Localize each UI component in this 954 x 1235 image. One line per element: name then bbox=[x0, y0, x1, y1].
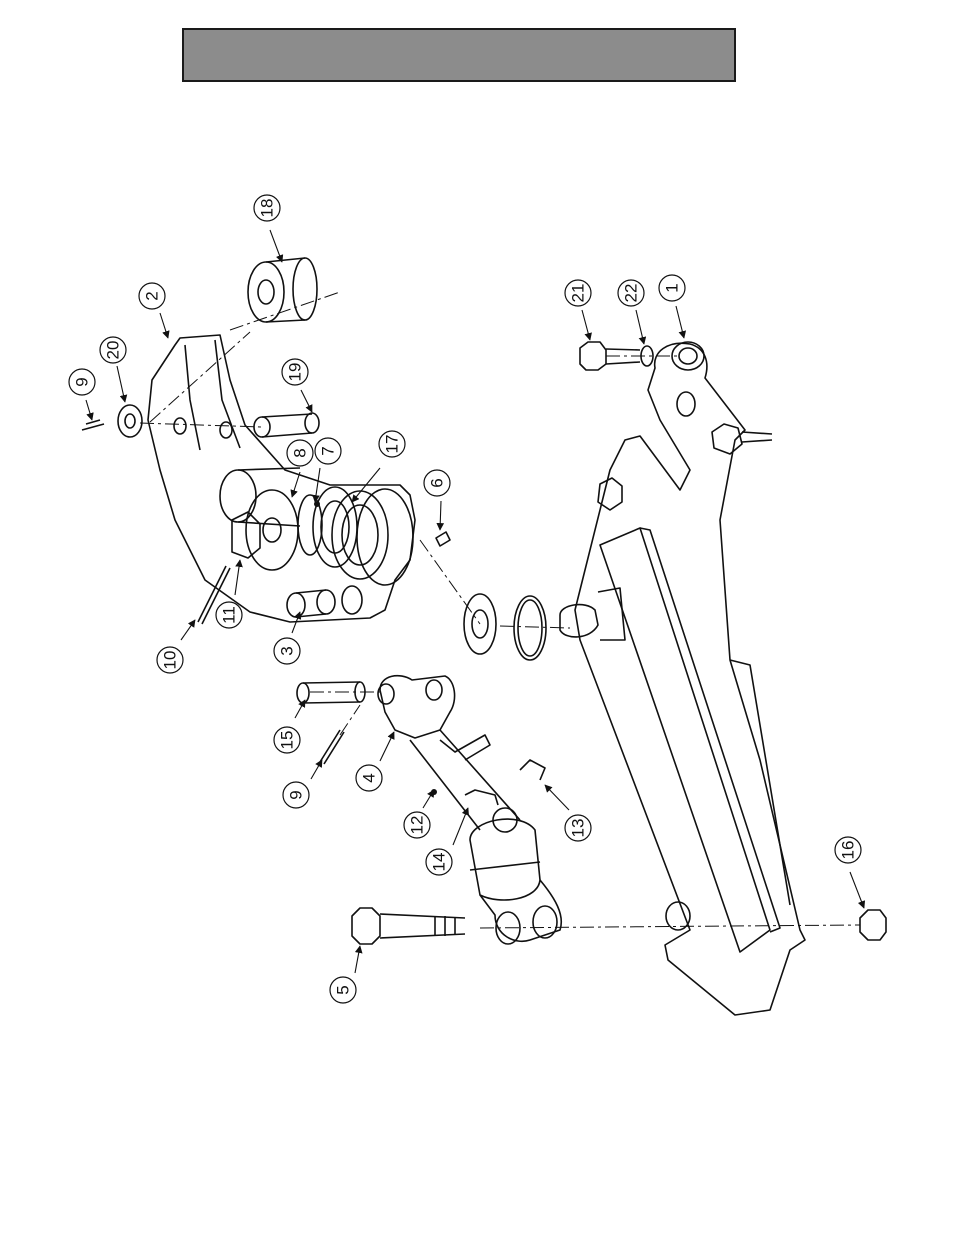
callout-label: 22 bbox=[622, 284, 641, 303]
callout-c11: 11 bbox=[216, 602, 242, 628]
callout-c7: 7 bbox=[315, 438, 341, 464]
callout-c9b: 9 bbox=[283, 782, 309, 808]
callout-c21: 21 bbox=[565, 280, 591, 306]
callout-label: 18 bbox=[258, 199, 277, 218]
cylinder-assembly bbox=[378, 676, 561, 944]
callout-c5: 5 bbox=[330, 977, 356, 1003]
clevis-pin-part bbox=[297, 682, 365, 764]
cotter-pin-part bbox=[82, 420, 104, 430]
callout-c19: 19 bbox=[282, 359, 308, 385]
callout-c9a: 9 bbox=[69, 369, 95, 395]
callout-label: 10 bbox=[161, 651, 180, 670]
callout-c15: 15 bbox=[274, 727, 300, 753]
callout-label: 11 bbox=[220, 606, 239, 624]
callout-label: 12 bbox=[408, 816, 427, 835]
callout-label: 19 bbox=[286, 363, 305, 382]
callout-label: 8 bbox=[291, 448, 310, 457]
washer-part bbox=[118, 405, 142, 437]
callout-c3: 3 bbox=[274, 638, 300, 664]
callout-c1: 1 bbox=[659, 275, 685, 301]
callout-c20: 20 bbox=[100, 337, 126, 363]
callout-c13: 13 bbox=[565, 815, 591, 841]
callout-c18: 18 bbox=[254, 195, 280, 221]
callout-label: 1 bbox=[663, 283, 682, 292]
callout-c2: 2 bbox=[139, 283, 165, 309]
callout-label: 9 bbox=[73, 377, 92, 386]
callout-label: 4 bbox=[360, 773, 379, 782]
callout-label: 7 bbox=[319, 446, 338, 455]
callout-label: 13 bbox=[569, 819, 588, 838]
callout-label: 16 bbox=[839, 841, 858, 860]
callout-c12: 12 bbox=[404, 812, 430, 838]
nut-part bbox=[860, 910, 886, 940]
callout-label: 20 bbox=[104, 341, 123, 360]
callout-c22: 22 bbox=[618, 280, 644, 306]
callout-c14: 14 bbox=[426, 849, 452, 875]
callout-label: 2 bbox=[143, 291, 162, 300]
grease-fitting-part bbox=[436, 532, 450, 546]
callout-c10: 10 bbox=[157, 647, 183, 673]
bolt-part bbox=[352, 908, 465, 944]
callout-label: 6 bbox=[428, 478, 447, 487]
callout-label: 9 bbox=[287, 790, 306, 799]
roller-part bbox=[248, 258, 317, 322]
callout-label: 17 bbox=[383, 435, 402, 454]
callout-label: 15 bbox=[278, 731, 297, 750]
callout-c8: 8 bbox=[287, 440, 313, 466]
callout-c4: 4 bbox=[356, 765, 382, 791]
bracket-plate-part bbox=[148, 335, 415, 622]
main-arm-part bbox=[560, 342, 805, 1015]
callout-label: 14 bbox=[430, 853, 449, 872]
callout-label: 21 bbox=[569, 284, 588, 303]
callout-c6: 6 bbox=[424, 470, 450, 496]
callout-c16: 16 bbox=[835, 837, 861, 863]
callout-c17: 17 bbox=[379, 431, 405, 457]
callout-label: 5 bbox=[334, 985, 353, 994]
callout-label: 3 bbox=[278, 646, 297, 655]
